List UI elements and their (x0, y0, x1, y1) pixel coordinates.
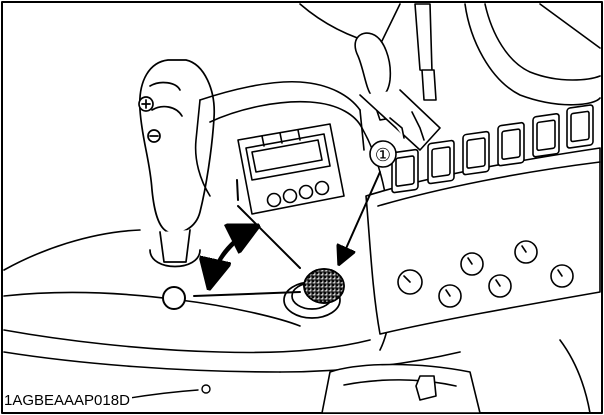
shuttle-lever (138, 59, 216, 268)
pointer-lines (193, 171, 381, 297)
switch-panel (365, 104, 601, 335)
display-panel (237, 123, 345, 215)
off-mark-circle (162, 286, 186, 310)
pto-switch-knob (283, 268, 345, 319)
range-lever (354, 3, 441, 151)
position-marks (162, 179, 239, 310)
rotation-arrow (210, 228, 254, 284)
callout-number: ① (375, 145, 391, 166)
figure-reference-code: 1AGBEAAAP018D (4, 392, 132, 410)
console-body (3, 80, 461, 373)
control-knobs (397, 240, 574, 308)
bottom-shifter (321, 339, 591, 414)
on-mark-stroke (236, 179, 239, 201)
rocker-switches (391, 104, 594, 194)
callout-circle (369, 140, 397, 168)
